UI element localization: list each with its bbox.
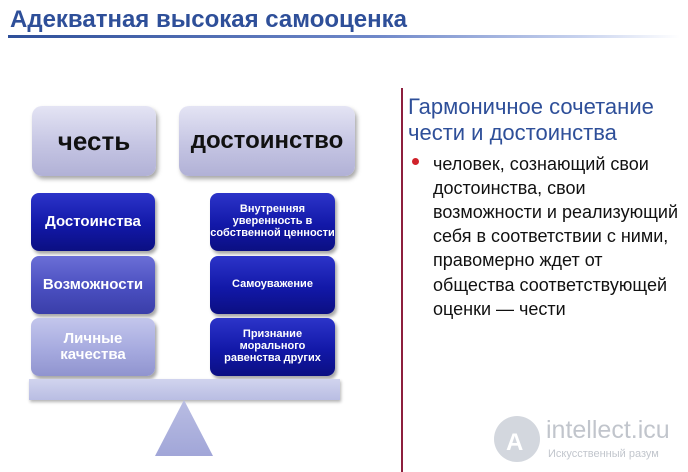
- watermark-text: intellect.icu: [546, 416, 670, 444]
- watermark-subtext: Искусственный разум: [548, 448, 659, 460]
- scale-fulcrum-icon: [155, 400, 213, 456]
- bullet-dot-icon: [412, 158, 419, 165]
- bullet-list: человек, сознающий свои достоинства, сво…: [412, 152, 684, 321]
- right-stack-item-self-respect: Самоуважение: [210, 256, 335, 314]
- right-stack-item-moral-equality: Признание морального равенства других: [210, 318, 335, 376]
- harmony-heading: Гармоничное сочетание чести и достоинств…: [408, 94, 654, 146]
- right-stack-item-self-worth: Внутренняя уверенность в собственной цен…: [210, 193, 335, 251]
- left-stack-item-abilities: Возможности: [31, 256, 155, 314]
- bullet-text: человек, сознающий свои достоинства, сво…: [433, 154, 679, 319]
- vertical-divider: [401, 88, 403, 472]
- watermark: A intellect.icu Искусственный разум: [494, 410, 684, 466]
- title-underline: [8, 35, 680, 38]
- scale-beam: [29, 379, 340, 400]
- left-stack-item-personal-qualities: Личные качества: [31, 318, 155, 376]
- left-stack-item-merits: Достоинства: [31, 193, 155, 251]
- honor-header-box: честь: [32, 106, 156, 176]
- dignity-header-box: достоинство: [179, 106, 355, 176]
- slide-title: Адекватная высокая самооценка: [10, 6, 407, 33]
- watermark-logo-icon: A: [494, 416, 540, 462]
